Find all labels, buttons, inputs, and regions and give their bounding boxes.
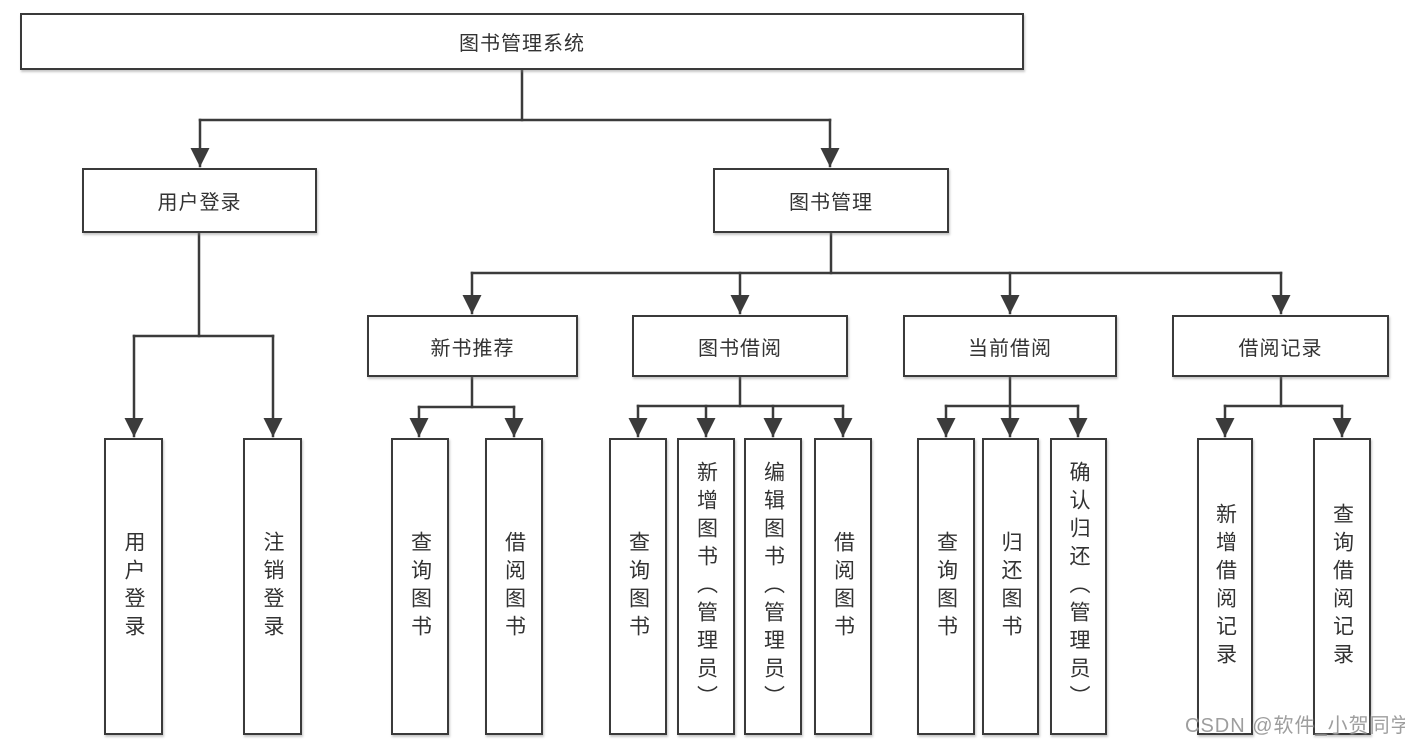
node-borrowing-records: 借阅记录 bbox=[1172, 315, 1389, 377]
node-borrowing-records-label: 借阅记录 bbox=[1238, 337, 1323, 360]
node-new-book-recommend-label: 新书推荐 bbox=[430, 337, 515, 360]
leaf-borrow-books-borrowing-label: 借阅图书 bbox=[831, 530, 855, 643]
node-library-system: 图书管理系统 bbox=[20, 13, 1024, 70]
node-new-book-recommend: 新书推荐 bbox=[367, 315, 578, 377]
leaf-query-books-borrowing: 查询图书 bbox=[609, 438, 667, 735]
node-library-system-label: 图书管理系统 bbox=[459, 33, 585, 55]
leaf-edit-book-admin-label: 编辑图书（管理员） bbox=[761, 460, 785, 713]
node-user-login-label: 用户登录 bbox=[157, 192, 242, 214]
leaf-user-login: 用户登录 bbox=[104, 438, 163, 735]
leaf-confirm-return-admin: 确认归还（管理员） bbox=[1050, 438, 1107, 735]
leaf-query-books-current-label: 查询图书 bbox=[934, 530, 958, 643]
node-book-borrowing: 图书借阅 bbox=[632, 315, 848, 377]
leaf-add-borrow-record: 新增借阅记录 bbox=[1197, 438, 1253, 735]
node-current-borrowing: 当前借阅 bbox=[903, 315, 1117, 377]
leaf-query-borrow-record-label: 查询借阅记录 bbox=[1330, 502, 1354, 671]
node-current-borrowing-label: 当前借阅 bbox=[968, 337, 1052, 360]
leaf-borrow-books-recommend-label: 借阅图书 bbox=[502, 530, 526, 643]
leaf-query-books-recommend-label: 查询图书 bbox=[408, 530, 432, 643]
node-user-login: 用户登录 bbox=[82, 168, 317, 233]
leaf-add-book-admin: 新增图书（管理员） bbox=[677, 438, 735, 735]
leaf-logout: 注销登录 bbox=[243, 438, 302, 735]
leaf-edit-book-admin: 编辑图书（管理员） bbox=[744, 438, 802, 735]
node-book-management-label: 图书管理 bbox=[789, 192, 873, 214]
leaf-return-book-label: 归还图书 bbox=[999, 530, 1022, 643]
node-book-borrowing-label: 图书借阅 bbox=[698, 337, 782, 360]
leaf-add-borrow-record-label: 新增借阅记录 bbox=[1213, 502, 1237, 671]
leaf-user-login-label: 用户登录 bbox=[122, 530, 145, 643]
leaf-return-book: 归还图书 bbox=[982, 438, 1039, 735]
leaf-logout-label: 注销登录 bbox=[261, 530, 284, 643]
csdn-watermark: CSDN @软件_小贺同学 bbox=[1185, 715, 1405, 737]
leaf-borrow-books-recommend: 借阅图书 bbox=[485, 438, 543, 735]
leaf-query-books-current: 查询图书 bbox=[917, 438, 975, 735]
leaf-add-book-admin-label: 新增图书（管理员） bbox=[694, 460, 718, 713]
leaf-borrow-books-borrowing: 借阅图书 bbox=[814, 438, 872, 735]
node-book-management: 图书管理 bbox=[713, 168, 949, 233]
leaf-query-books-borrowing-label: 查询图书 bbox=[626, 530, 650, 643]
leaf-query-books-recommend: 查询图书 bbox=[391, 438, 449, 735]
leaf-confirm-return-admin-label: 确认归还（管理员） bbox=[1067, 460, 1090, 713]
leaf-query-borrow-record: 查询借阅记录 bbox=[1313, 438, 1371, 735]
